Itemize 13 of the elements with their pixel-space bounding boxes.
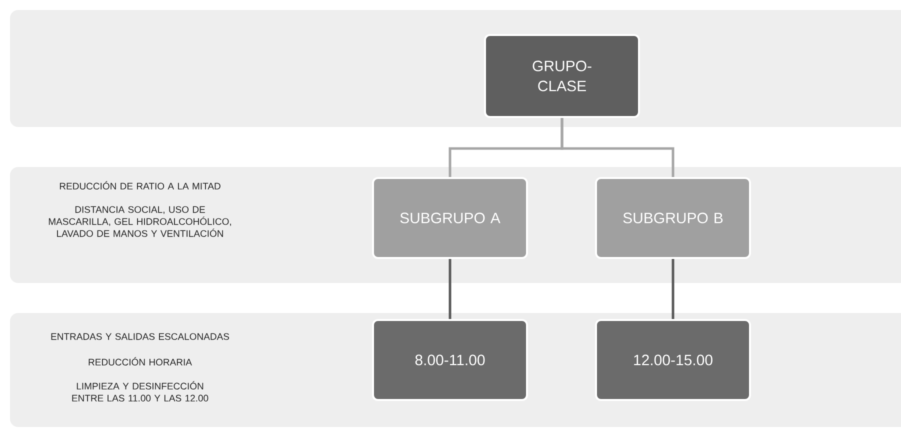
side-note: REDUCCIÓN HORARIA [88,357,192,366]
connector-line [560,118,674,177]
group-box: GRUPO- CLASE [484,34,640,118]
side-note: REDUCCIÓN DE RATIO A LA MITAD [60,181,220,190]
group-box: SUBGRUPO B [595,177,751,259]
group-box: 8.00-11.00 [372,319,528,401]
side-note: LIMPIEZA Y DESINFECCIÓN ENTRE LAS 11.00 Y LAS 12.00 [72,381,208,402]
group-box: 12.00-15.00 [595,319,751,401]
connector-line [448,259,452,319]
side-note: DISTANCIA SOCIAL, USO DE MASCARILLA, GEL HIDROALCOHÓLICO, LAVADO DE MANOS Y VENTILACIÓN [48,206,231,237]
connector-line [672,259,674,319]
side-note: ENTRADAS Y SALIDAS ESCALONADAS [51,333,230,340]
group-box: SUBGRUPO A [372,177,528,259]
